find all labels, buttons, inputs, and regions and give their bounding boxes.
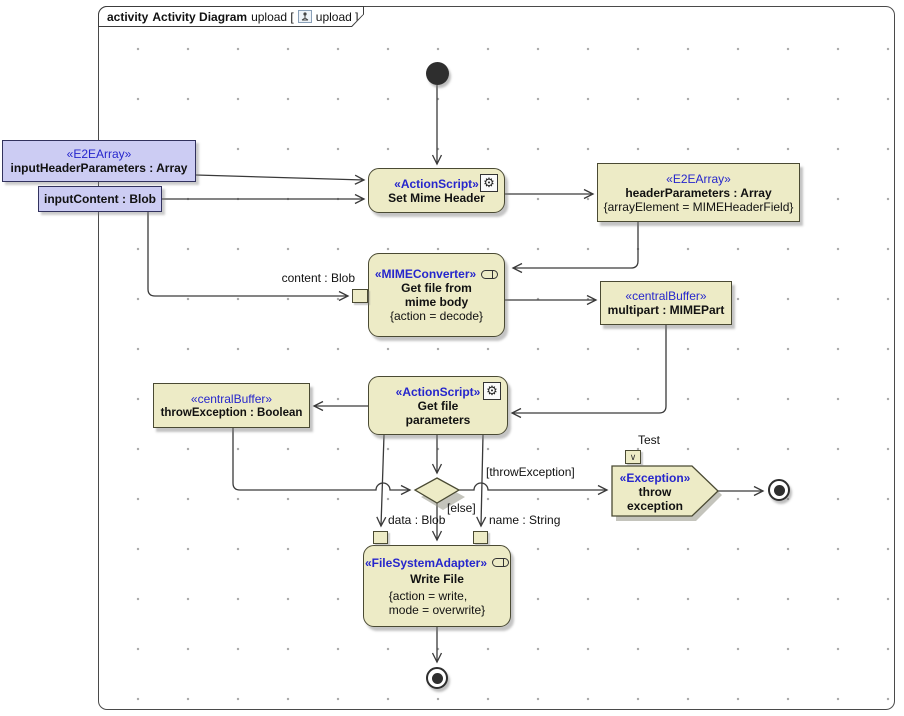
stereotype-label: «E2EArray» (666, 171, 731, 186)
stereotype-label: «FileSystemAdapter» (364, 555, 488, 570)
stereotype-label: «ActionScript» (394, 176, 479, 191)
action-name: throw exception (626, 484, 683, 513)
action-name: Set Mime Header (388, 190, 485, 205)
diagram-title: Activity Diagram (152, 9, 248, 24)
tagged-values: {action = decode} (389, 309, 484, 323)
action-name: Get file parameters (405, 398, 471, 427)
action-write-file[interactable]: «FileSystemAdapter» Write File {action =… (363, 545, 511, 627)
object-name: headerParameters : Array (625, 185, 772, 200)
input-pin-content[interactable] (352, 289, 368, 303)
action-get-file-parameters[interactable]: ⚙ «ActionScript» Get file parameters (368, 376, 508, 435)
object-name: throwException : Boolean (160, 406, 303, 419)
send-signal-throw-exception[interactable] (606, 460, 728, 524)
diagram-frame (98, 6, 895, 710)
pin-label-test[interactable]: Test (638, 433, 661, 447)
tagged-values: {arrayElement = MIMEHeaderField} (603, 199, 794, 214)
object-name: inputHeaderParameters : Array (10, 161, 188, 175)
edge-label-content[interactable]: content : Blob (281, 271, 355, 285)
send-signal-text: «Exception» throw exception (612, 467, 698, 516)
guard-else[interactable]: [else] (447, 501, 476, 515)
action-set-mime-header[interactable]: ⚙ «ActionScript» Set Mime Header (368, 168, 505, 213)
object-node-header-parameters[interactable]: «E2EArray» headerParameters : Array {arr… (597, 163, 800, 222)
central-buffer-multipart[interactable]: «centralBuffer» multipart : MIMEPart (600, 281, 732, 325)
activity-final-node-right[interactable] (768, 479, 790, 501)
stereotype-label: «centralBuffer» (625, 289, 707, 303)
object-node-input-content[interactable]: inputContent : Blob (38, 186, 162, 212)
edge-label-data[interactable]: data : Blob (388, 513, 446, 527)
stereotype-label: «centralBuffer» (190, 391, 273, 406)
component-icon (492, 558, 510, 567)
initial-node[interactable] (426, 62, 449, 85)
decision-node[interactable] (405, 470, 473, 514)
stereotype-label: «E2EArray» (66, 147, 132, 161)
actionscript-gear-icon: ⚙ (480, 174, 498, 192)
diagram-context-open: upload [ (251, 9, 294, 24)
action-name: Write File (410, 571, 464, 586)
input-pin-name[interactable] (473, 531, 488, 544)
action-get-file-from-mime-body[interactable]: «MIMEConverter» Get file from mime body … (368, 253, 505, 337)
actionscript-gear-icon: ⚙ (483, 382, 501, 400)
input-pin-data[interactable] (373, 531, 388, 544)
edge-label-name[interactable]: name : String (489, 513, 561, 527)
object-name: multipart : MIMEPart (607, 303, 725, 317)
component-icon (481, 269, 499, 279)
central-buffer-throw-exception[interactable]: «centralBuffer» throwException : Boolean (153, 383, 310, 428)
value-pin-test[interactable]: ∨ (625, 450, 641, 464)
stereotype-label: «Exception» (619, 470, 691, 485)
tagged-values: {action = write, mode = overwrite} (388, 588, 486, 617)
activity-diagram-icon (298, 10, 312, 23)
stereotype-label: «ActionScript» (395, 384, 481, 399)
stereotype-label: «MIMEConverter» (374, 267, 477, 281)
object-name: inputContent : Blob (44, 192, 156, 206)
frame-kind-keyword: activity (107, 9, 149, 24)
guard-throw-exception[interactable]: [throwException] (486, 465, 575, 479)
diagram-title-tab[interactable]: activity Activity Diagram upload [ uploa… (98, 6, 364, 27)
diagram-context-close: upload ] (315, 9, 359, 24)
action-name: Get file from mime body (401, 281, 472, 309)
activity-final-node-bottom[interactable] (426, 667, 448, 689)
object-node-input-header-parameters[interactable]: «E2EArray» inputHeaderParameters : Array (2, 140, 196, 182)
